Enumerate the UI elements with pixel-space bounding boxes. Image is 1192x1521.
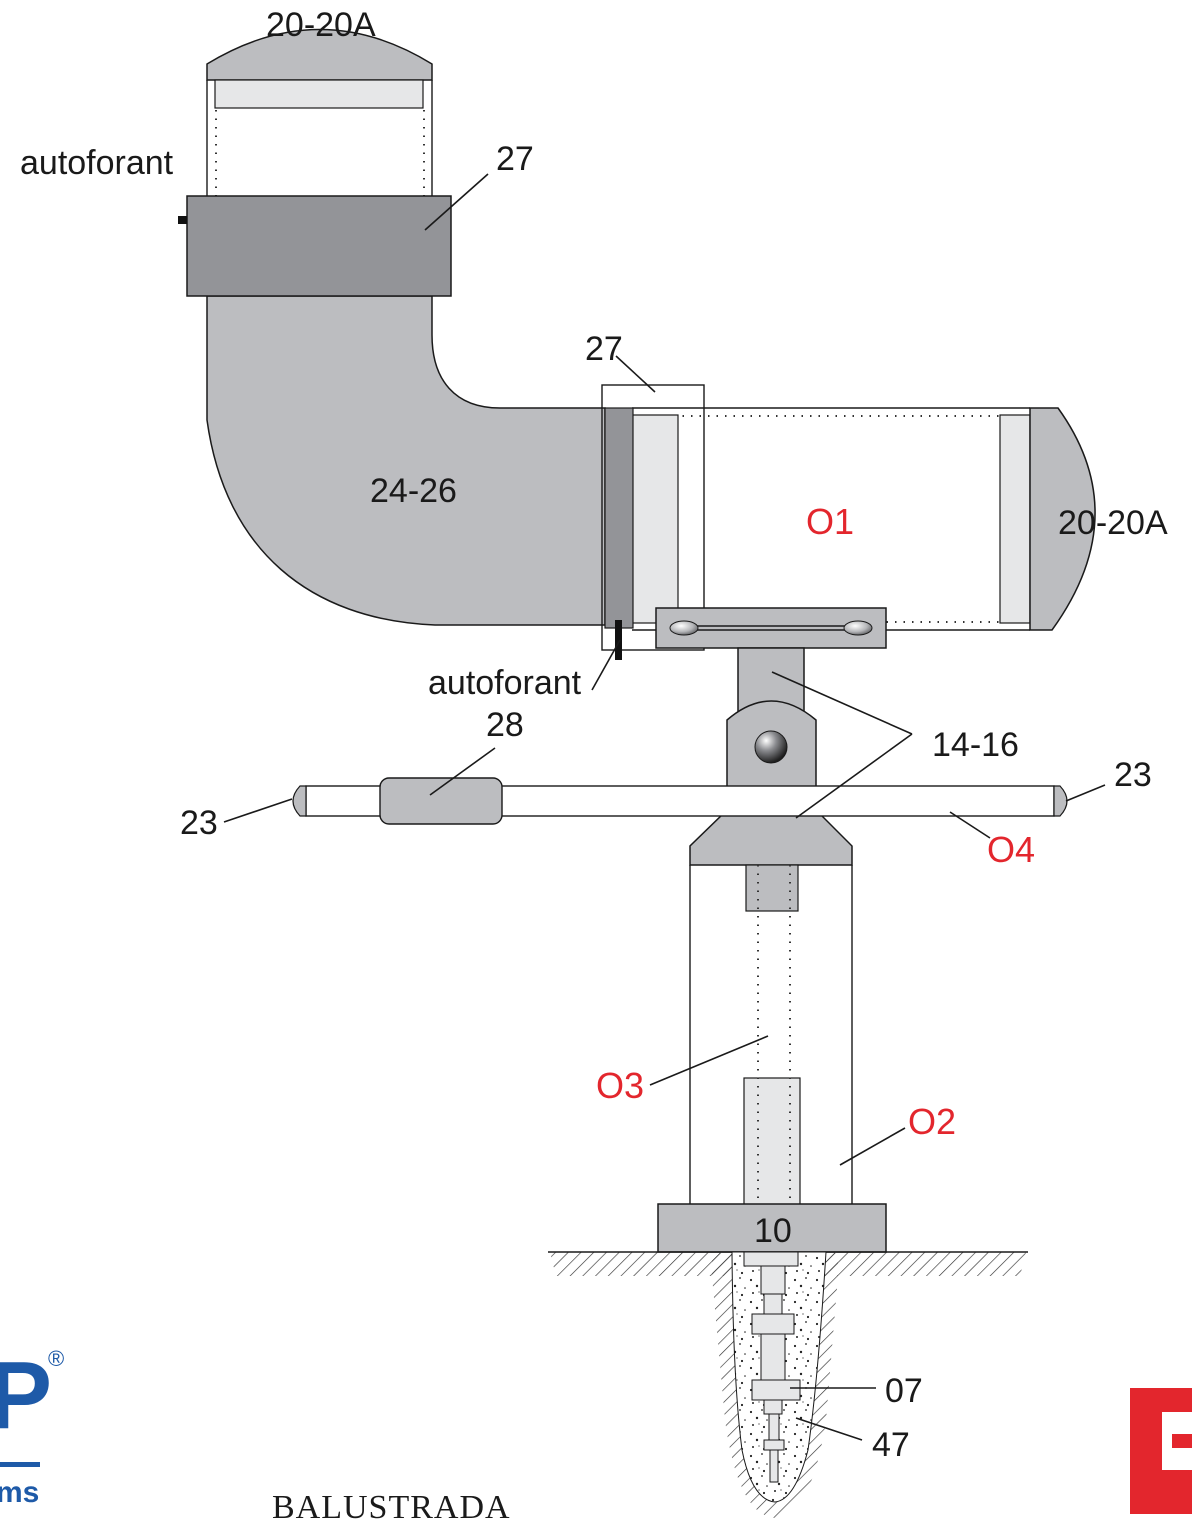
label-autoforant-mid: autoforant bbox=[428, 664, 582, 702]
label-tube-o1: O1 bbox=[806, 501, 854, 542]
middle-autoforant-screw bbox=[615, 620, 622, 660]
top-connector-ring bbox=[186, 195, 452, 297]
label-ring-top: 27 bbox=[496, 140, 534, 178]
base-plate bbox=[657, 1203, 887, 1253]
label-top-cap: 20-20A bbox=[266, 6, 376, 44]
bracket-slot-left bbox=[669, 620, 699, 636]
brand-logo-left: P ® ms bbox=[0, 1342, 64, 1509]
middle-ring-outline bbox=[601, 384, 705, 651]
label-tube-o4: O4 bbox=[987, 829, 1035, 870]
label-end-cap-right: 23 bbox=[1114, 756, 1152, 794]
label-bracket: 14-16 bbox=[932, 726, 1019, 764]
top-autoforant-screw bbox=[178, 216, 187, 224]
bracket-assembly bbox=[655, 607, 887, 866]
bracket-slot-right bbox=[843, 620, 873, 636]
rail-end-cap-left bbox=[292, 785, 307, 817]
rail-connector-28 bbox=[379, 777, 503, 825]
brand-logo-letter: P bbox=[0, 1342, 52, 1449]
label-grout: 47 bbox=[872, 1426, 910, 1464]
label-base-plate: 10 bbox=[754, 1212, 792, 1250]
label-right-cap: 20-20A bbox=[1058, 504, 1168, 542]
right-end-cap bbox=[1029, 407, 1096, 631]
horizontal-rail-o4 bbox=[292, 777, 1068, 825]
diagram-title: BALUSTRADA bbox=[272, 1489, 511, 1521]
registered-mark: ® bbox=[48, 1346, 64, 1371]
pivot-bolt bbox=[754, 730, 788, 764]
label-rail-ring: 28 bbox=[486, 706, 524, 744]
elbow-pipe bbox=[206, 295, 606, 626]
inner-sleeve-right bbox=[999, 414, 1031, 624]
label-autoforant-top: autoforant bbox=[20, 144, 174, 182]
label-end-cap-left: 23 bbox=[180, 804, 218, 842]
anchor-rod bbox=[743, 1251, 801, 1483]
label-ring-mid: 27 bbox=[585, 330, 623, 368]
inner-sleeve-left bbox=[629, 414, 679, 624]
top-vertical-tube bbox=[206, 80, 433, 196]
vertical-post-o2 bbox=[689, 864, 853, 1207]
label-tube-o2: O2 bbox=[908, 1101, 956, 1142]
middle-connector-ring bbox=[604, 407, 634, 629]
top-end-cap bbox=[206, 28, 433, 109]
label-elbow: 24-26 bbox=[370, 472, 457, 510]
brand-logo-tail: ms bbox=[0, 1476, 39, 1509]
rail-end-cap-right bbox=[1053, 785, 1068, 817]
label-anchor-rod: 07 bbox=[885, 1372, 923, 1410]
leader-lines bbox=[223, 173, 1106, 1441]
brand-logo-right bbox=[1130, 1388, 1192, 1514]
label-tube-o3: O3 bbox=[596, 1065, 644, 1106]
